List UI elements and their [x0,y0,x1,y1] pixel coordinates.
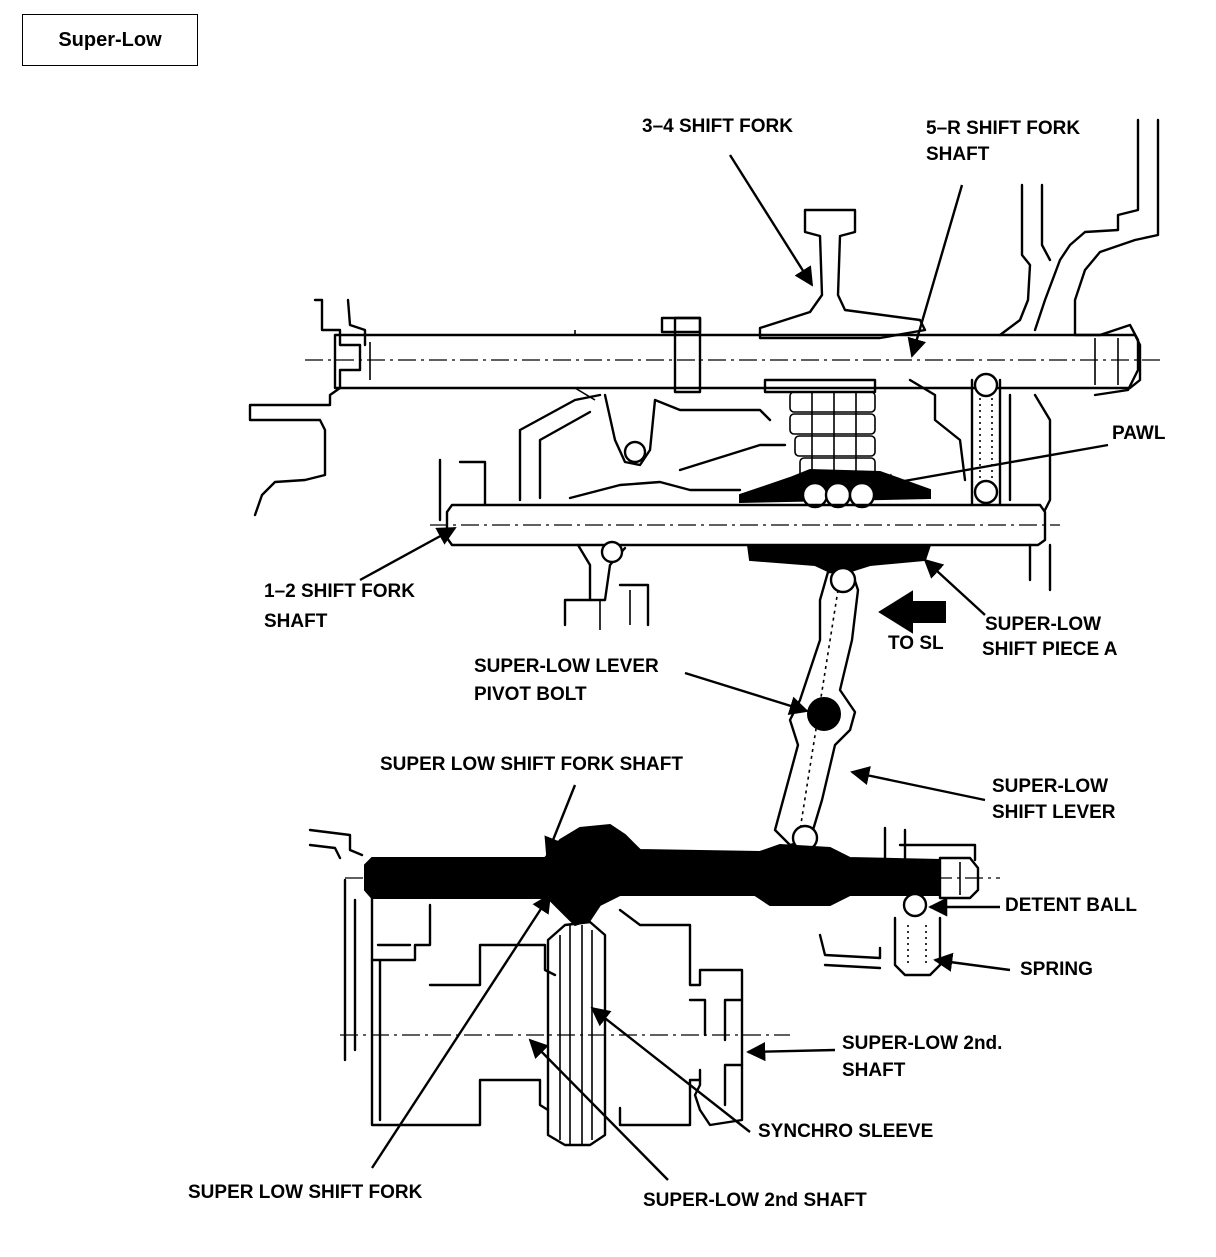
shift-fork-shaft-5r [333,316,1142,401]
label-3-4-shift-fork: 3–4 SHIFT FORK [642,116,793,137]
label-shift-piece-a-line2: SHIFT PIECE A [982,639,1118,660]
label-to-sl: TO SL [888,633,944,654]
label-spring: SPRING [1020,959,1093,980]
upper-left-housing [248,298,367,517]
label-pawl: PAWL [1112,423,1166,444]
shift-fork-34 [758,208,927,340]
label-5-r-shift-fork-line1: 5–R SHIFT FORK [926,118,1081,139]
pawl-stack [739,378,931,509]
label-shift-lever-line2: SHIFT LEVER [992,802,1116,823]
super-low-lever [773,566,860,852]
label-2nd-shaft-right-line1: SUPER-LOW 2nd. [842,1033,1003,1054]
label-synchro-sleeve: SYNCHRO SLEEVE [758,1121,934,1142]
upper-right-housing [998,118,1160,592]
label-5-r-shift-fork-line2: SHAFT [926,144,990,165]
fork-finger-12 [563,540,650,630]
to-sl-arrow [878,590,946,634]
label-shift-piece-a-line1: SUPER-LOW [985,614,1102,635]
label-1-2-shift-fork-line1: 1–2 SHIFT FORK [264,581,415,602]
label-2nd-shaft-bottom: SUPER-LOW 2nd SHAFT [643,1190,867,1211]
label-2nd-shaft-right-line2: SHAFT [842,1060,906,1081]
label-super-low-shift-fork-shaft: SUPER LOW SHIFT FORK SHAFT [380,754,683,775]
label-shift-lever-line1: SUPER-LOW [992,776,1109,797]
page-title: Super-Low [22,14,198,66]
label-pivot-bolt-line2: PIVOT BOLT [474,684,587,705]
super-low-gears [370,896,744,1127]
label-1-2-shift-fork-line2: SHAFT [264,611,328,632]
detent-spring-upper [970,372,1002,507]
label-pivot-bolt-line1: SUPER-LOW LEVER [474,656,659,677]
upper-interlock [438,378,967,522]
synchro-sleeve-shape [546,920,607,1147]
label-detent-ball: DETENT BALL [1005,895,1137,916]
label-super-low-shift-fork: SUPER LOW SHIFT FORK [188,1182,423,1203]
lower-housing [308,826,977,1062]
shift-fork-shaft-12 [445,503,1047,573]
leader-lines [359,154,1109,1181]
